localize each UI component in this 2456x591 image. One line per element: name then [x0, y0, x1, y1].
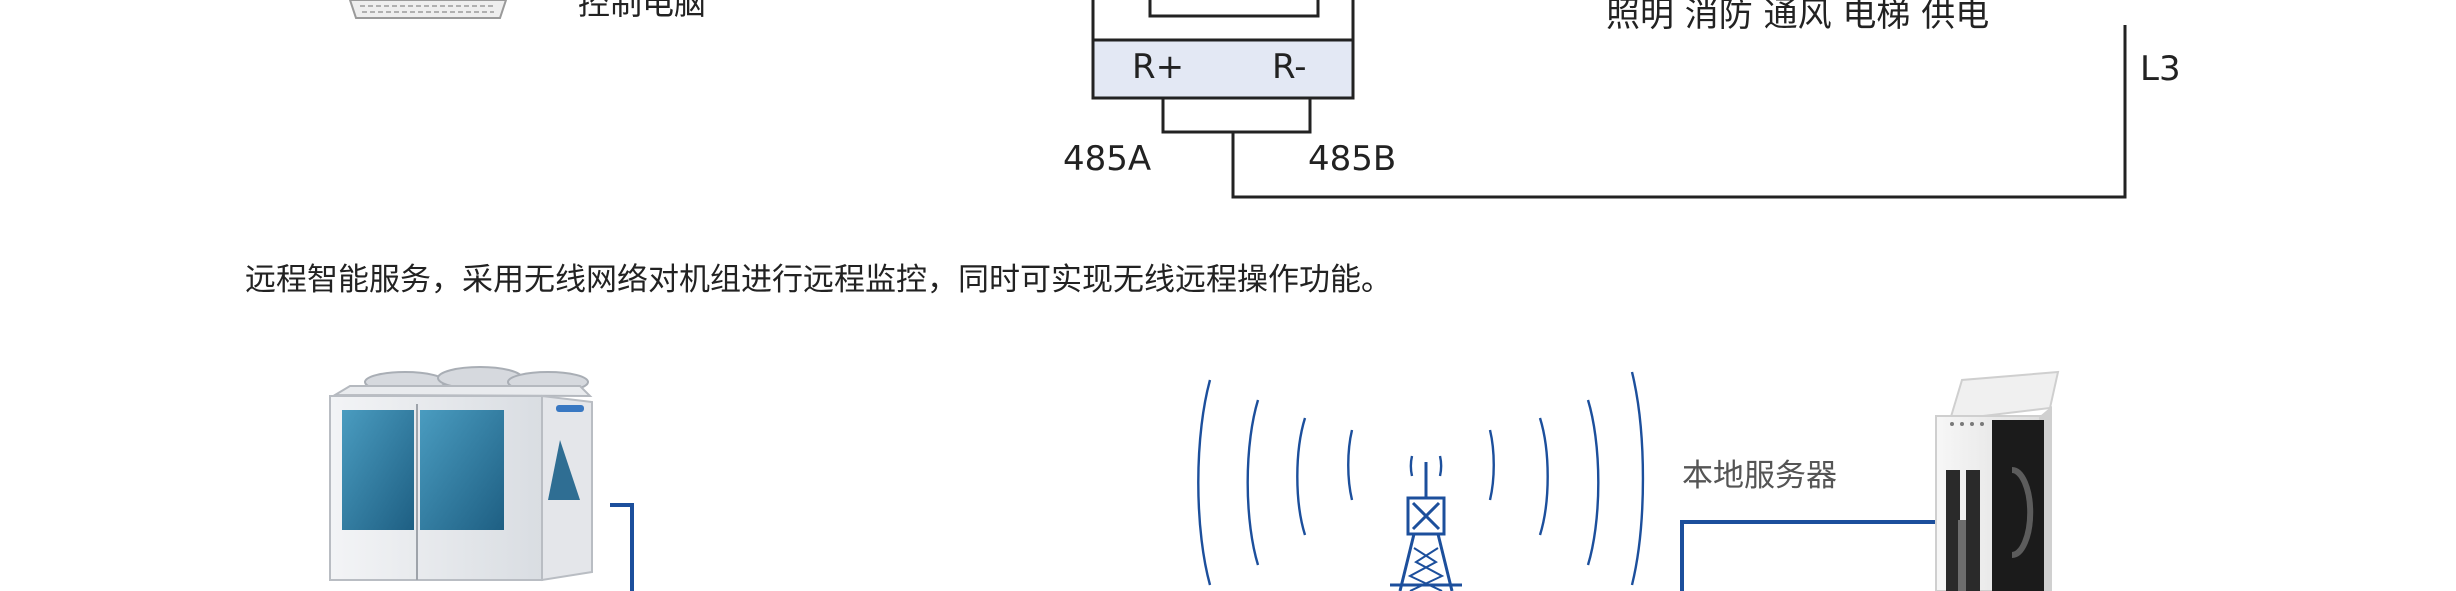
line-l3-label: L3 — [2140, 49, 2181, 89]
keyboard-icon — [348, 0, 508, 19]
terminal-r-minus: R- — [1272, 47, 1307, 87]
terminal-r-plus: R+ — [1132, 47, 1184, 87]
line-485a-label: 485A — [1063, 139, 1151, 179]
caption-text: 远程智能服务，采用无线网络对机组进行远程监控，同时可实现无线远程操作功能。 — [245, 262, 1392, 298]
control-pc-label: 控制电脑 — [578, 0, 706, 22]
systems-label: 照明 消防 通风 电梯 供电 — [1606, 0, 1989, 35]
device-box — [1148, 0, 1320, 18]
antenna-tower-icon — [1197, 371, 1645, 591]
server-connection-line — [1680, 520, 1942, 591]
rs485-wiring — [1161, 25, 2127, 199]
local-server-label: 本地服务器 — [1682, 458, 1837, 494]
terminal-block: R+ R- — [1091, 0, 1355, 100]
line-485b-label: 485B — [1308, 139, 1396, 179]
outdoor-unit-icon — [329, 366, 593, 582]
unit-connection-line — [610, 503, 634, 591]
server-icon — [1935, 370, 2060, 591]
